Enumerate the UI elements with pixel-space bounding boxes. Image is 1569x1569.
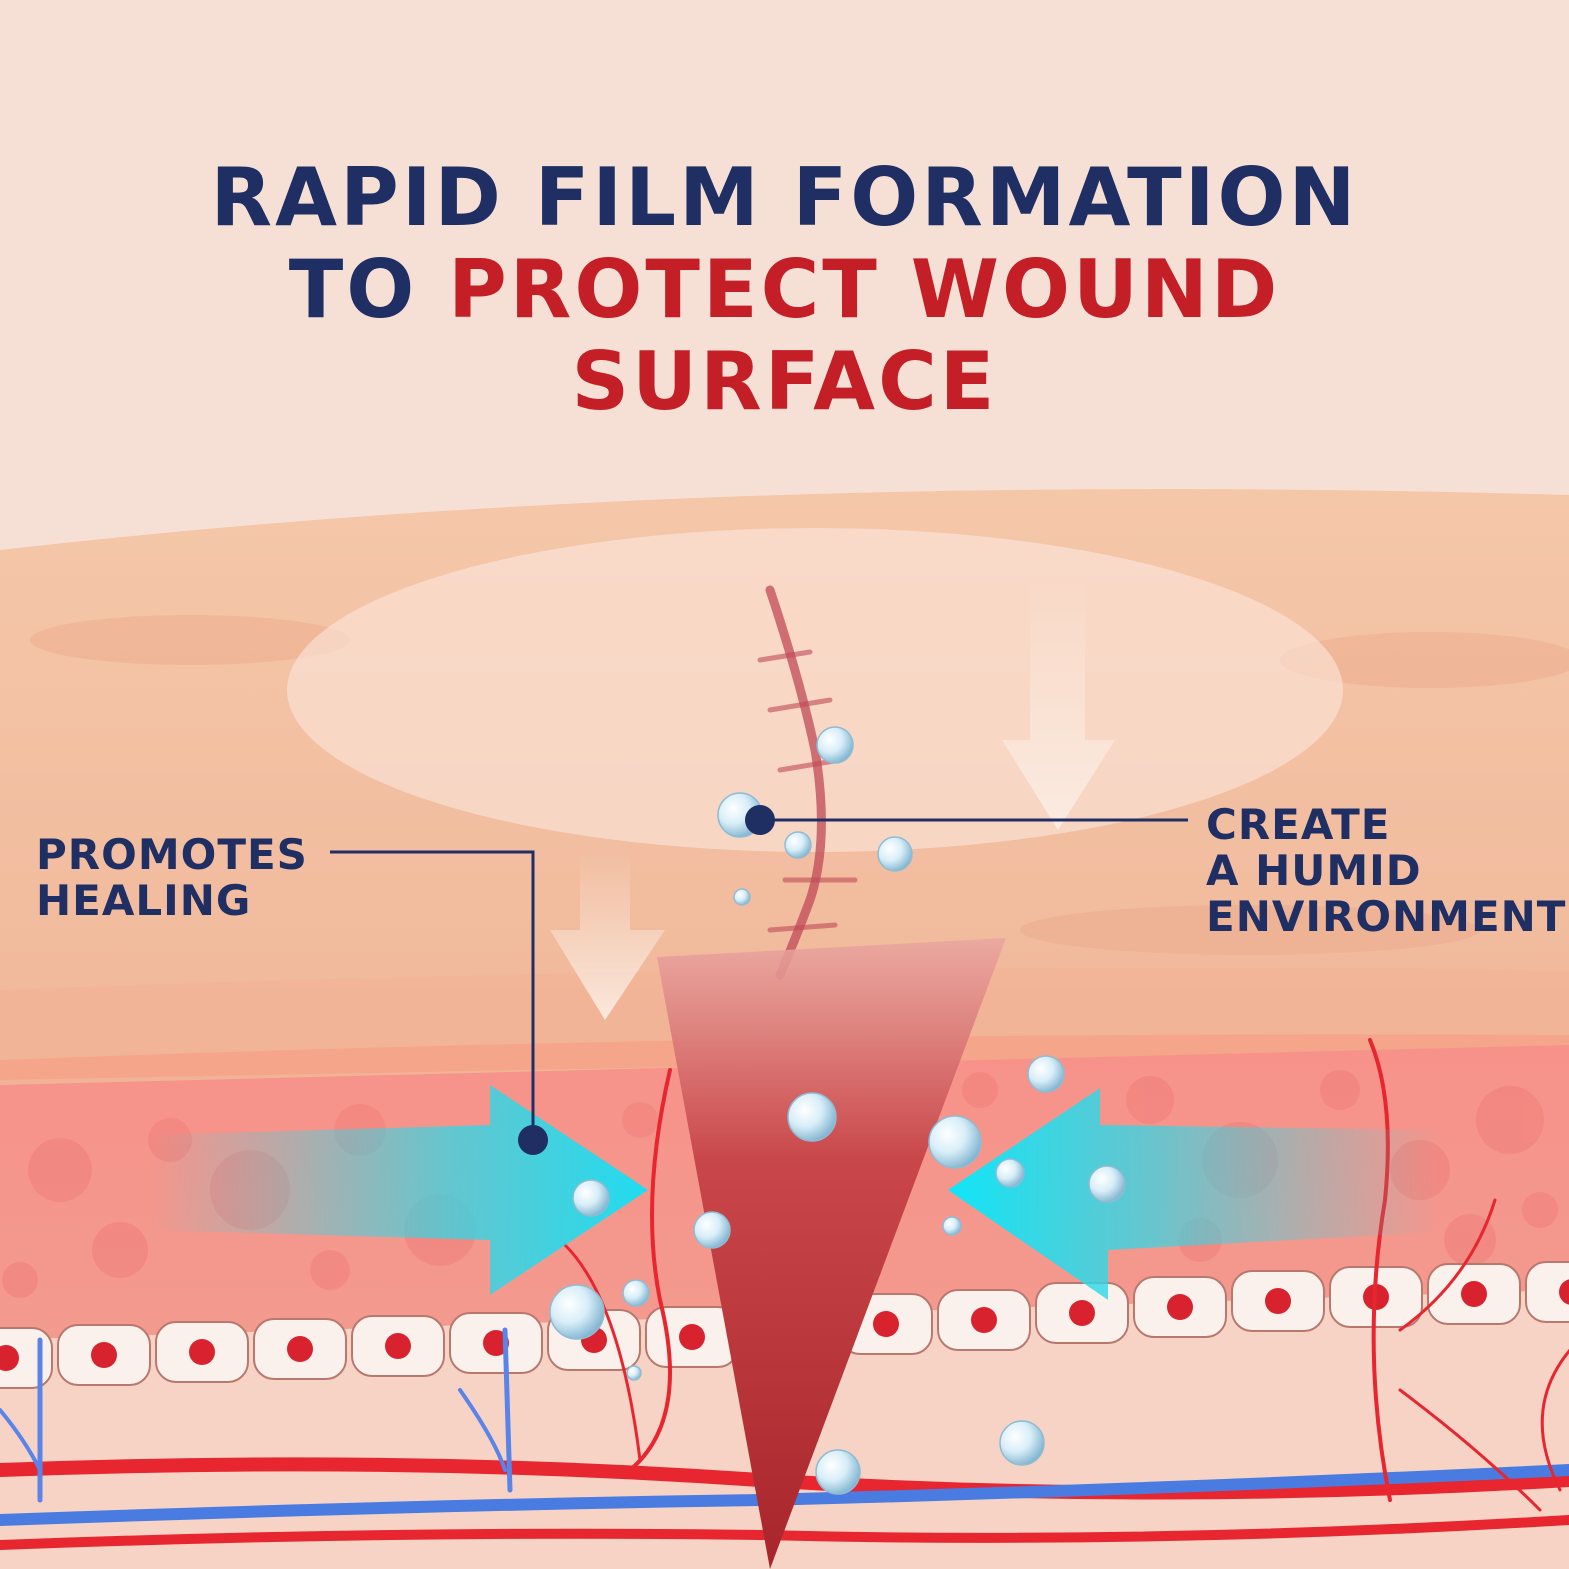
promotes-healing-label: PROMOTES HEALING — [36, 832, 308, 924]
humid-environment-line-1: CREATE — [1206, 800, 1391, 849]
promotes-healing-line-2: HEALING — [36, 876, 252, 925]
humid-environment-label: CREATE A HUMID ENVIRONMENT — [1206, 802, 1566, 940]
cell-row — [0, 1261, 1569, 1389]
callout-lines — [330, 818, 1188, 1140]
headline-line-2-prefix: TO — [288, 243, 449, 336]
humid-environment-line-3: ENVIRONMENT — [1206, 892, 1567, 941]
humid-marker-dot — [745, 805, 775, 835]
headline-line-2: TO PROTECT WOUND — [0, 242, 1569, 338]
right-healing-arrow — [948, 1088, 1440, 1300]
headline-highlight-protect-wound: PROTECT WOUND — [448, 243, 1281, 336]
promotes-leader-line — [330, 850, 535, 1140]
humid-environment-line-2: A HUMID — [1206, 846, 1422, 895]
moisture-bubbles — [549, 726, 1126, 1495]
headline-highlight-surface: SURFACE — [571, 335, 998, 428]
protective-film — [287, 528, 1343, 852]
promotes-marker-dot — [518, 1125, 548, 1155]
headline-line-1: RAPID FILM FORMATION — [210, 151, 1359, 244]
promotes-healing-line-1: PROMOTES — [36, 830, 308, 879]
scar-line — [757, 585, 858, 980]
down-arrows — [550, 580, 1115, 1020]
wound-wedge — [657, 938, 1006, 1569]
